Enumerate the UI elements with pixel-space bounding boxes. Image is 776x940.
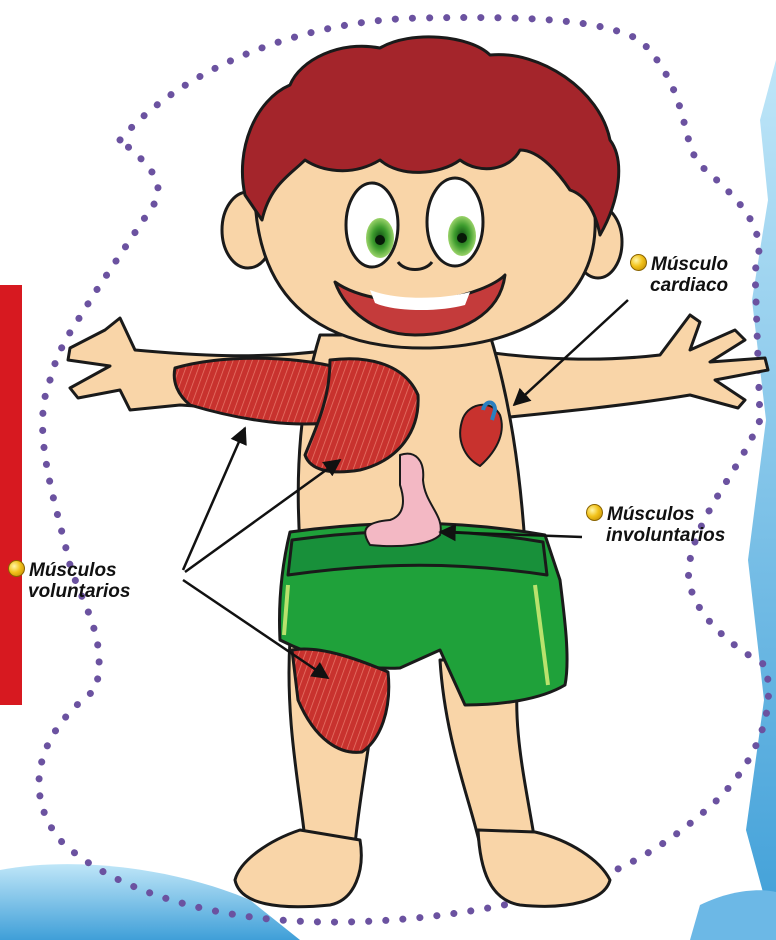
yellow-bullet-icon xyxy=(586,504,603,521)
left-foot xyxy=(235,830,361,907)
voluntary-line2: voluntarios xyxy=(8,581,130,602)
arrow-voluntary-arm xyxy=(183,428,245,570)
label-involuntary-muscles: Músculos involuntarios xyxy=(586,504,725,546)
bottom-water-right xyxy=(690,890,776,940)
voluntary-line1: Músculos xyxy=(29,560,117,581)
boy-figure xyxy=(68,37,768,907)
yellow-bullet-icon xyxy=(8,560,25,577)
label-cardiac-muscle: Músculo cardiaco xyxy=(630,254,728,296)
label-voluntary-muscles: Músculos voluntarios xyxy=(8,560,130,602)
left-red-strip xyxy=(0,285,22,705)
right-foot xyxy=(478,830,610,906)
yellow-bullet-icon xyxy=(630,254,647,271)
cardiac-line2: cardiaco xyxy=(630,275,728,296)
cardiac-line1: Músculo xyxy=(651,254,728,275)
involuntary-line1: Músculos xyxy=(607,504,695,525)
involuntary-line2: involuntarios xyxy=(586,525,725,546)
right-water-edge xyxy=(746,60,776,940)
